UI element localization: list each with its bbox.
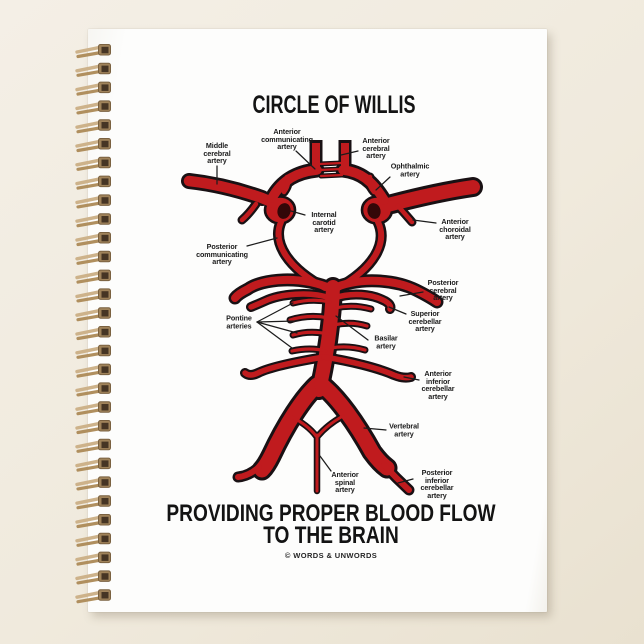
planner-page bbox=[88, 29, 547, 612]
spiral-binding bbox=[75, 44, 111, 604]
footer-line1: PROVIDING PROPER BLOOD FLOW bbox=[166, 500, 496, 527]
artery-fills bbox=[183, 143, 480, 493]
carotid-lumens bbox=[277, 203, 381, 219]
credit-line: © WORDS & UNWORDS bbox=[284, 551, 378, 560]
leader-lines bbox=[216, 150, 437, 484]
diagram-title: CIRCLE OF WILLIS bbox=[252, 91, 416, 119]
footer-caption: PROVIDING PROPER BLOOD FLOW TO THE BRAIN bbox=[166, 500, 496, 549]
footer-line2: TO THE BRAIN bbox=[263, 521, 399, 549]
